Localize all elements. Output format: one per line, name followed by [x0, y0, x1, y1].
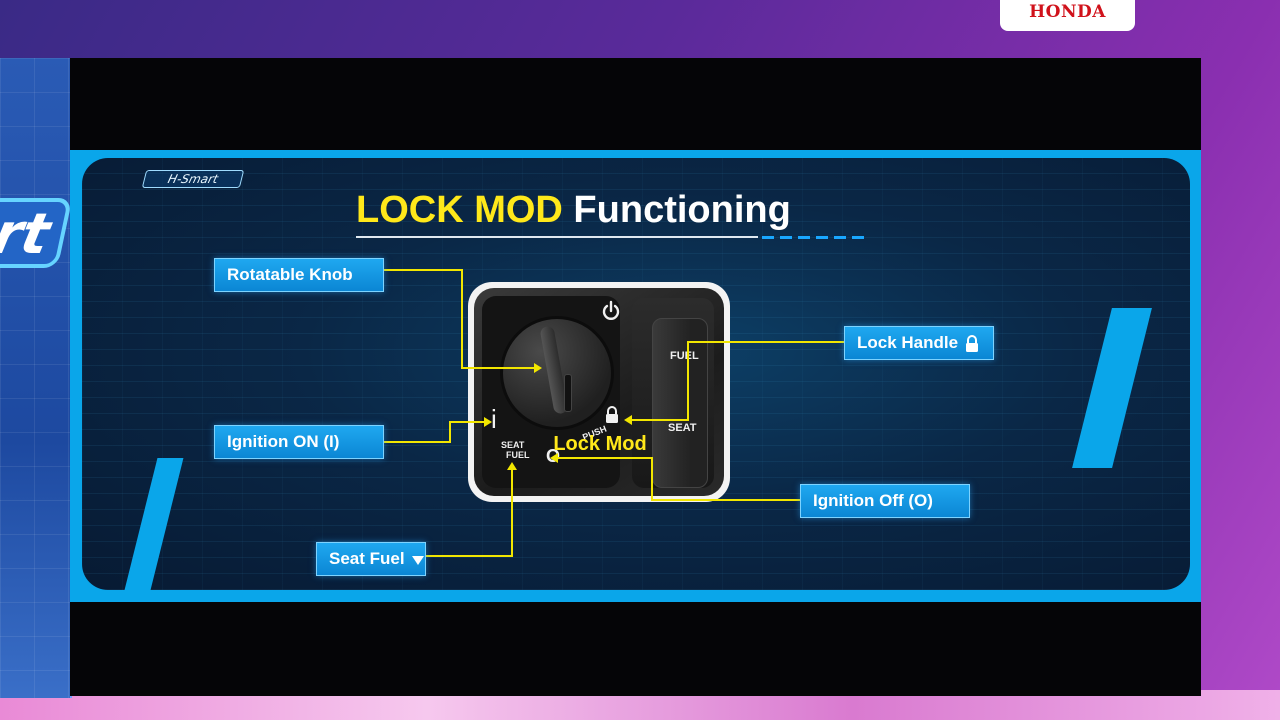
lock-mod-caption: Lock Mod: [553, 433, 647, 455]
connector-lock-handle: [630, 341, 844, 421]
arrowhead-rotatable-knob: [534, 363, 542, 373]
honda-logo: HONDA: [1000, 0, 1135, 31]
arrowhead-seat-fuel: [507, 462, 517, 470]
arrowhead-lock-handle: [624, 415, 632, 425]
label-seat-fuel: Seat Fuel: [316, 542, 426, 576]
connector-lines: [384, 269, 844, 557]
arrowhead-ignition-on: [484, 417, 492, 427]
seat-fuel-marking-2: FUEL: [506, 450, 530, 460]
left-display-panel: rt: [0, 58, 72, 698]
power-icon: [602, 300, 620, 320]
title-underline: [356, 236, 758, 238]
on-symbol: i: [491, 404, 497, 434]
slide-content: H-Smart: [82, 158, 1190, 590]
lock-handle-button: [652, 318, 708, 488]
presentation-screen: H-Smart LOCK MOD Functioning i O SEAT FU…: [70, 58, 1201, 696]
title-rest: Functioning: [562, 189, 791, 231]
seat-marking: SEAT: [668, 422, 697, 434]
triangle-down-icon: [411, 555, 424, 565]
slide-title: LOCK MOD Functioning: [356, 186, 791, 234]
lock-icon: [966, 334, 979, 352]
title-dash-line: [762, 236, 864, 239]
seat-fuel-marking-1: SEAT: [501, 440, 525, 450]
key-slot: [564, 374, 572, 412]
label-lock-handle: Lock Handle: [844, 326, 994, 360]
connector-ignition-on: [384, 421, 486, 443]
arrowhead-ignition-off: [550, 453, 558, 463]
label-ignition-off: Ignition Off (O): [800, 484, 970, 518]
connector-rotatable-knob: [384, 269, 536, 369]
lock-icon: [606, 406, 618, 423]
label-ignition-on: Ignition ON (I): [214, 425, 384, 459]
fuel-marking: FUEL: [670, 350, 699, 362]
connector-ignition-off: [556, 457, 800, 501]
title-highlight: LOCK MOD: [356, 189, 563, 231]
label-rotatable-knob: Rotatable Knob: [214, 258, 384, 292]
connector-seat-fuel: [426, 468, 513, 557]
